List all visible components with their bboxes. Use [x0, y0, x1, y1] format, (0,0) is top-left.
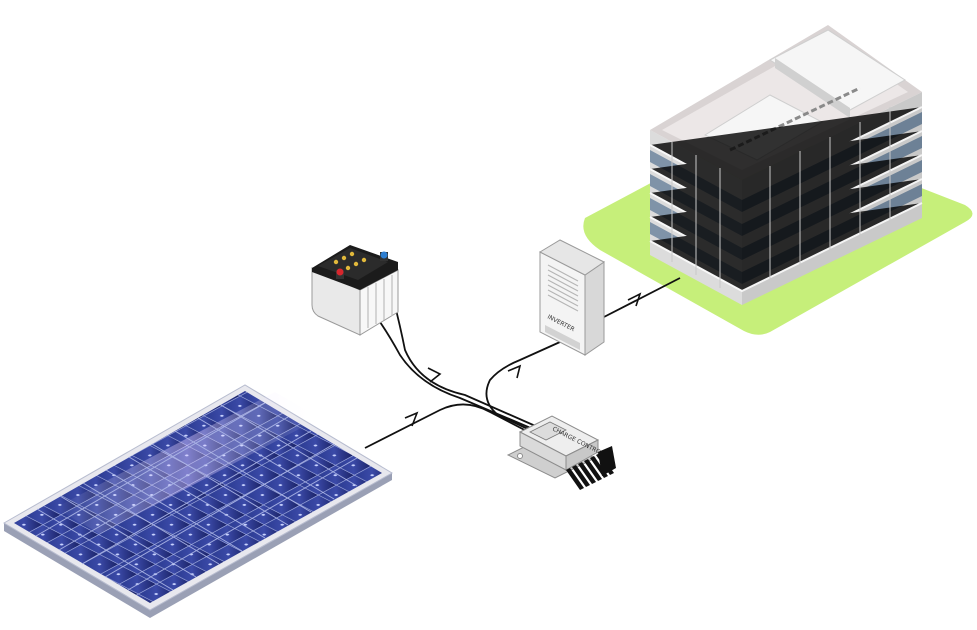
wire-controller-to-inverter [485, 341, 561, 431]
arrow-inverter [507, 364, 522, 379]
solar-panel [3, 384, 393, 618]
heat-sink [566, 446, 616, 490]
wire-panel-to-controller [364, 403, 541, 449]
terminal-negative [380, 251, 388, 261]
wire-battery-to-controller-2 [381, 261, 541, 429]
battery [311, 245, 399, 336]
arrow-panel [404, 411, 419, 427]
wire-inverter-to-building [601, 277, 681, 319]
inverter: INVERTER [538, 239, 605, 356]
terminal-positive [336, 268, 344, 279]
building [649, 25, 923, 305]
flow-arrows [404, 292, 642, 427]
arrow-battery [427, 367, 442, 383]
arrow-building [627, 292, 642, 307]
